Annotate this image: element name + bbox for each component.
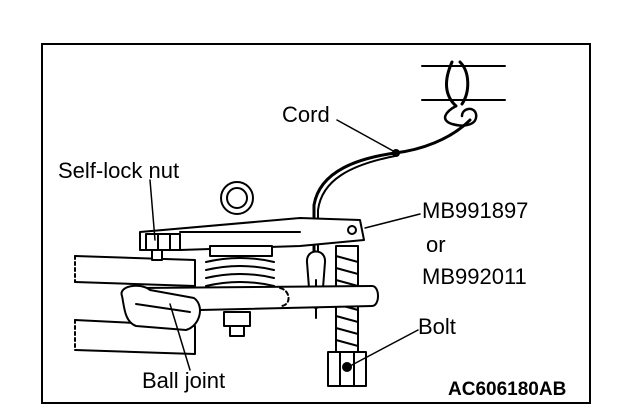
label-tool-part-2: MB992011	[422, 264, 527, 289]
upper-bar	[74, 255, 196, 287]
label-cord: Cord	[282, 102, 330, 127]
label-self-lock-nut: Self-lock nut	[58, 158, 180, 183]
label-bolt: Bolt	[418, 314, 456, 339]
self-lock-nut	[145, 233, 181, 261]
tool-bolt	[327, 245, 367, 387]
label-tool-or: or	[426, 232, 446, 257]
ball-joint	[120, 284, 201, 331]
cord	[312, 104, 478, 257]
overhead-bar	[421, 60, 506, 108]
label-ball-joint: Ball joint	[142, 368, 226, 393]
figure-code: AC606180AB	[448, 379, 567, 400]
leader-lines	[149, 119, 421, 371]
spring	[205, 245, 275, 287]
lower-bolt	[223, 311, 251, 337]
top-ring	[220, 181, 254, 215]
label-tool-part-1: MB991897	[422, 198, 529, 223]
